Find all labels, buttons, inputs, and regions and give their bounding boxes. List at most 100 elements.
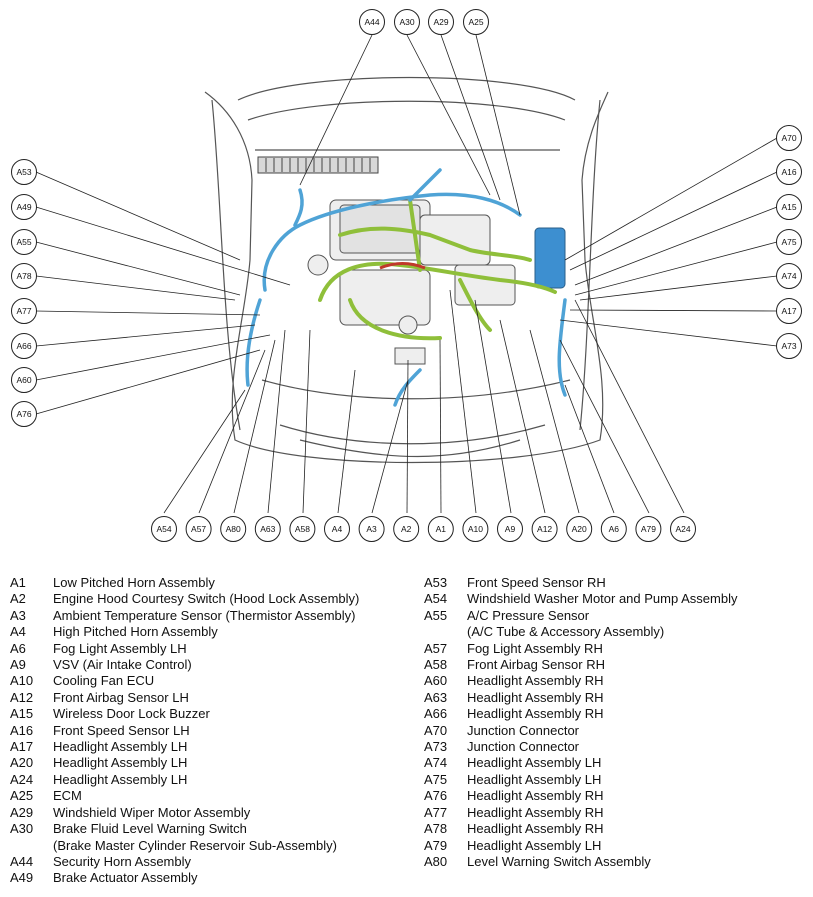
callout-a76: A76 — [11, 401, 37, 427]
callout-a15: A15 — [776, 194, 802, 220]
legend-description: Brake Fluid Level Warning Switch(Brake M… — [53, 821, 410, 854]
legend-description: Ambient Temperature Sensor (Thermistor A… — [53, 608, 410, 624]
legend-description-line: Headlight Assembly LH — [467, 837, 602, 853]
legend-description-line: Cooling Fan ECU — [53, 673, 155, 689]
legend-code: A63 — [424, 689, 448, 705]
legend-description: Engine Hood Courtesy Switch (Hood Lock A… — [53, 591, 410, 607]
legend-description: VSV (Air Intake Control) — [53, 657, 410, 673]
legend-description: Headlight Assembly LH — [53, 755, 410, 771]
legend-code: A9 — [10, 657, 26, 673]
callout-label: A6 — [609, 524, 620, 534]
legend-code: A16 — [10, 722, 34, 738]
legend-row: A57 Fog Light Assembly RH — [424, 641, 809, 657]
callout-label: A60 — [16, 375, 31, 385]
legend-row: A12 Front Airbag Sensor LH — [10, 690, 410, 706]
legend-description-line: Front Airbag Sensor RH — [467, 657, 606, 673]
legend-code: A57 — [424, 640, 448, 656]
legend-description: Junction Connector — [467, 739, 809, 755]
legend-description: Brake Actuator Assembly — [53, 870, 410, 886]
legend-row: A49 Brake Actuator Assembly — [10, 870, 410, 886]
legend-code: A49 — [10, 870, 34, 886]
callout-label: A66 — [16, 341, 31, 351]
callout-a12: A12 — [531, 516, 558, 542]
callout-label: A9 — [505, 524, 516, 534]
callout-a66: A66 — [11, 333, 37, 359]
callout-label: A55 — [16, 237, 31, 247]
legend-row: A20 Headlight Assembly LH — [10, 755, 410, 771]
legend-description-line: Brake Fluid Level Warning Switch — [53, 821, 247, 837]
legend-description-line: Headlight Assembly RH — [467, 821, 604, 837]
callout-label: A70 — [781, 133, 796, 143]
legend-description-line: Junction Connector — [467, 722, 580, 738]
callout-a79: A79 — [635, 516, 662, 542]
callout-label: A54 — [156, 524, 171, 534]
legend-row: A16 Front Speed Sensor LH — [10, 723, 410, 739]
callout-label: A3 — [366, 524, 377, 534]
legend-description-line: Front Speed Sensor LH — [53, 722, 190, 738]
legend-description-line: Brake Actuator Assembly — [53, 870, 198, 886]
legend-description-line: Headlight Assembly RH — [467, 706, 604, 722]
legend-row: A9 VSV (Air Intake Control) — [10, 657, 410, 673]
callout-label: A80 — [226, 524, 241, 534]
callout-label: A76 — [16, 409, 31, 419]
legend-description-continuation: (Brake Master Cylinder Reservoir Sub-Ass… — [53, 837, 337, 853]
callout-a1: A1 — [427, 516, 454, 542]
legend-description-line: Front Airbag Sensor LH — [53, 689, 189, 705]
legend-code: A29 — [10, 804, 34, 820]
legend-description: Junction Connector — [467, 723, 809, 739]
callout-a73: A73 — [776, 333, 802, 359]
legend-code: A53 — [424, 575, 448, 590]
legend-code: A12 — [10, 689, 34, 705]
callout-label: A74 — [781, 271, 796, 281]
callout-a29: A29 — [428, 9, 454, 35]
callout-label: A53 — [16, 167, 31, 177]
callout-label: A4 — [332, 524, 343, 534]
legend-description-line: Headlight Assembly RH — [467, 673, 604, 689]
legend-code: A73 — [424, 739, 448, 755]
callout-label: A44 — [364, 17, 379, 27]
callout-a77: A77 — [11, 298, 37, 324]
legend-description: Headlight Assembly LH — [53, 772, 410, 788]
callout-a6: A6 — [600, 516, 627, 542]
legend-description: Windshield Washer Motor and Pump Assembl… — [467, 591, 809, 607]
callout-a54: A54 — [151, 516, 177, 542]
callout-label: A12 — [537, 524, 552, 534]
callout-a10: A10 — [462, 516, 489, 542]
callout-label: A10 — [468, 524, 483, 534]
callout-a78: A78 — [11, 263, 37, 289]
legend-code: A79 — [424, 837, 448, 853]
legend-description: Fog Light Assembly RH — [467, 641, 809, 657]
wire-red — [379, 262, 426, 270]
legend-code: A3 — [10, 607, 26, 623]
legend-description-line: Windshield Wiper Motor Assembly — [53, 804, 251, 820]
legend-row: A3 Ambient Temperature Sensor (Thermistor… — [10, 608, 410, 624]
legend-description-line: Front Speed Sensor RH — [467, 575, 606, 590]
legend-row: A66 Headlight Assembly RH — [424, 706, 809, 722]
callout-label: A73 — [781, 341, 796, 351]
callout-label: A1 — [436, 524, 447, 534]
legend-code: A77 — [424, 804, 448, 820]
legend-row: A10 Cooling Fan ECU — [10, 673, 410, 689]
legend-description: Headlight Assembly RH — [467, 788, 809, 804]
legend-description-line: VSV (Air Intake Control) — [53, 657, 192, 673]
legend-code: A66 — [424, 706, 448, 722]
legend-description-line: High Pitched Horn Assembly — [53, 624, 218, 640]
legend-code: A10 — [10, 673, 34, 689]
legend-code: A20 — [10, 755, 34, 771]
callout-a44: A44 — [359, 9, 385, 35]
callout-label: A30 — [399, 17, 414, 27]
legend-description: Headlight Assembly RH — [467, 821, 809, 837]
legend-description-line: Low Pitched Horn Assembly — [53, 575, 215, 590]
